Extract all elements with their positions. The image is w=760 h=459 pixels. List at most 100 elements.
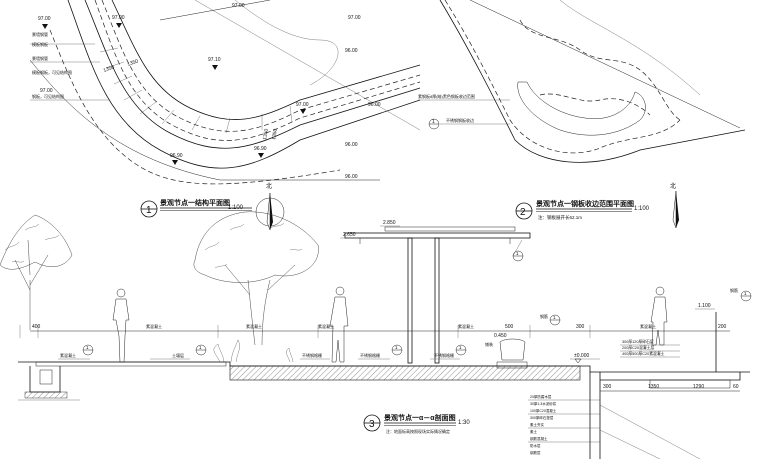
plan-2-callout: 素钢板8厚(暗)黑色钢板收边范围 [418, 93, 475, 99]
plan-2-scale: 1:100 [634, 206, 650, 212]
svg-text:1: 1 [516, 251, 519, 256]
section-3: 2.850 2.650 400 500 300 200 素混凝土 素混凝土 素混… [0, 211, 752, 459]
dimension: 60 [733, 384, 739, 390]
dimension: 1290 [693, 384, 704, 390]
detail-callout-icon: 1 [428, 118, 440, 130]
svg-text:1: 1 [553, 315, 556, 320]
svg-text:1: 1 [395, 345, 398, 350]
elevation-label: 97.10 [208, 57, 221, 63]
elevation-marker [116, 23, 122, 28]
person-figure-icon [650, 286, 668, 346]
elevation-label: 97.00 [38, 16, 51, 22]
svg-text:1: 1 [86, 345, 89, 350]
section-bottom-dims: 300 1350 1290 60 [600, 384, 740, 392]
layer-label: 200厚C20混凝土层 [622, 345, 654, 350]
section-3-title-block: 3 景观节点一α－α剖面图 1:30 注：地面标高按照现场实际情况确定 [363, 413, 470, 434]
north-arrow-icon: 北 [670, 182, 679, 229]
small-label: 钢筋 [540, 313, 548, 319]
detail-callout-icon: 1 [740, 290, 752, 302]
svg-text:1: 1 [744, 291, 747, 296]
callout-text: 模板钢板，可见结构图 [32, 69, 72, 75]
plan-1-rungs [99, 47, 293, 134]
section-small-labels: 素混凝土 土壤层 不锈钢格栅 不锈钢格栅 不锈钢格栅 钢筋 钢筋 铺装 [58, 287, 738, 360]
elevation-label: 96.90 [170, 153, 183, 159]
small-label: 钢筋 [730, 287, 738, 293]
stack-label: 素土夯实 [530, 422, 544, 427]
level-label: 0.450 [494, 333, 507, 339]
dimension: 1350 [262, 128, 270, 140]
elevation-label: 97.00 [296, 102, 309, 108]
height-label: 1.100 [698, 303, 711, 309]
tree-icon [193, 211, 319, 346]
section-layer-labels: 300厚120厚碎石层 200厚C20混凝土层 400厚500厚C20素混凝土 [620, 339, 680, 358]
north-arrow-icon: 北 [255, 182, 285, 231]
dim-label: 素混凝土 [458, 323, 474, 329]
detail-callout-icon: 1 [195, 344, 207, 356]
plan-2-note: 注：钢板展开长62.1m [538, 214, 582, 221]
small-label: 铺装 [485, 341, 493, 347]
elevation-label: 97.00 [232, 3, 245, 9]
section-callout-circles: 1 1 1 1 1 1 1 [82, 239, 752, 356]
detail-callout-icon: 1 [82, 344, 94, 356]
plan-1-structure: 97.00 97.00 97.10 97.00 97.00 96.90 96.9… [29, 0, 421, 231]
section-3-scale: 1:30 [458, 420, 470, 426]
elevation-label: 96.00 [345, 174, 358, 180]
plan-2-title: 景观节点一钢板收边范围平面图 [535, 199, 634, 208]
pergola-structure: 2.850 2.650 [340, 220, 531, 364]
stack-label: 素土 [530, 429, 538, 434]
height-label: 2.850 [383, 220, 396, 226]
plan-1-elevations: 97.00 97.00 97.10 97.00 97.00 96.90 96.9… [38, 3, 381, 180]
section-dim-line: 400 500 300 200 素混凝土 素混凝土 素混凝土 素混凝土 素混凝土 [19, 323, 730, 338]
plan-1-title-block: 1 景观节点一结构平面图 1:100 [140, 198, 252, 218]
dimension: 300 [603, 384, 612, 390]
small-label: 不锈钢格栅 [302, 352, 322, 358]
small-label: 素混凝土 [60, 352, 76, 358]
detail-callout-icon: 1 [549, 314, 561, 326]
construction-stack-labels: 20厚防腐木层 30厚1:3水泥砂浆 100厚C20混凝土 300厚碎石垫层 素… [528, 380, 701, 459]
elevation-label: 97.00 [112, 15, 125, 21]
section-ground [18, 338, 750, 459]
elevation-label: 96.00 [345, 48, 358, 54]
plan-2-title-block: 2 景观节点一钢板收边范围平面图 1:100 注：钢板展开长62.1m [515, 199, 650, 221]
dim-label: 素混凝土 [318, 323, 334, 329]
level-label: ±0.000 [574, 353, 589, 359]
small-label: 不锈钢格栅 [434, 352, 454, 358]
elevation-marker [300, 109, 306, 114]
height-label: 2.650 [343, 232, 356, 238]
elevation-label: 96.00 [368, 102, 381, 108]
elevation-label: 96.90 [254, 146, 267, 152]
plan-1-callouts: 景墙钢管 模板钢板 景墙钢管 模板钢板，可见结构图 钢板，可见结构图 [30, 31, 110, 101]
callout-text: 钢板，可见结构图 [32, 93, 64, 99]
elevation-marker [258, 153, 264, 158]
layer-label: 400厚500厚C20素混凝土 [622, 351, 665, 356]
layer-label: 300厚120厚碎石层 [622, 339, 654, 344]
level-marker [574, 358, 582, 364]
section-3-note: 注：地面标高按照现场实际情况确定 [386, 428, 450, 434]
plan-2-callout: 不锈钢钢板收边 [446, 117, 474, 123]
dim-label: 素混凝土 [246, 323, 262, 329]
stack-label: 100厚C20混凝土 [530, 408, 557, 413]
callout-text: 模板钢板 [32, 41, 48, 47]
person-figure-icon [329, 286, 349, 363]
elevation-label: 96.00 [345, 142, 358, 148]
detail-callout-icon: 1 [455, 344, 467, 356]
plan-1-scale: 1:100 [228, 205, 244, 211]
stack-label: 钢筋层 [530, 450, 541, 455]
callout-text: 景墙钢管 [32, 31, 48, 37]
stack-label: 钢筋混凝土 [530, 436, 548, 441]
section-3-title: 景观节点一α－α剖面图 [383, 413, 456, 422]
small-label: 土壤层 [172, 352, 184, 358]
svg-text:北: 北 [670, 182, 676, 190]
tree-icon [0, 214, 73, 330]
stack-label: 20厚防腐木层 [530, 394, 552, 399]
stack-label: 300厚碎石垫层 [530, 415, 554, 420]
dimension: 1350 [103, 64, 116, 74]
stack-label: 30厚1:3水泥砂浆 [530, 401, 557, 406]
dimension: 1350 [271, 128, 279, 140]
small-label: 不锈钢格栅 [360, 352, 380, 358]
elevation-label: 97.00 [40, 88, 53, 94]
dimension: 1350 [648, 384, 659, 390]
dimension: 200 [718, 324, 727, 330]
plan-2-number: 2 [520, 207, 526, 218]
